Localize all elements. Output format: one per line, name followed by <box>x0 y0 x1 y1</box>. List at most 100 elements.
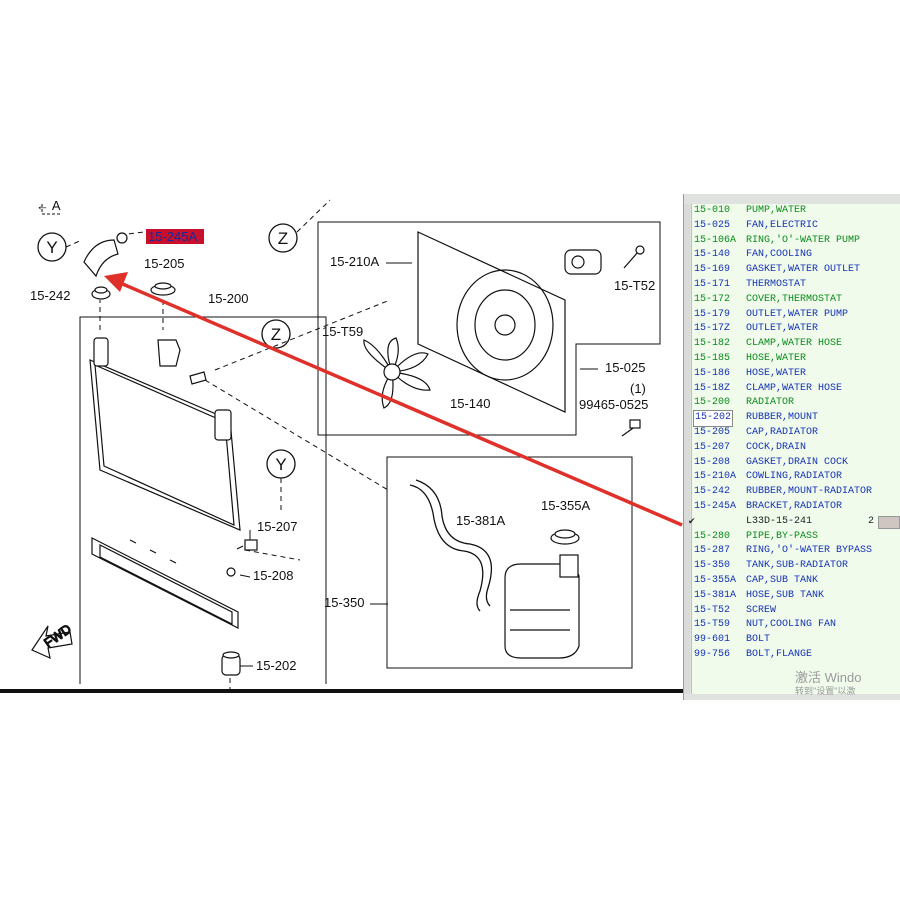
label-15-350[interactable]: 15-350 <box>324 595 364 610</box>
parts-row[interactable]: 15-355A CAP,SUB TANK <box>692 574 900 589</box>
fan-shroud[interactable] <box>417 231 566 413</box>
radiator-bracket-part[interactable] <box>83 232 128 278</box>
callout-z-1[interactable]: Z <box>268 223 298 253</box>
part-description: COWLING,RADIATOR <box>746 471 843 483</box>
part-code: 15-280 <box>694 530 731 542</box>
label-15-205[interactable]: 15-205 <box>144 256 184 271</box>
part-description: RUBBER,MOUNT <box>746 412 819 424</box>
radiator-core[interactable] <box>89 337 241 531</box>
part-code: 15-171 <box>694 279 731 290</box>
part-description: GASKET,WATER OUTLET <box>746 264 861 276</box>
mount-rubber-242[interactable] <box>91 286 111 300</box>
part-code: 15-140 <box>694 249 731 261</box>
part-code: 15-182 <box>694 338 731 350</box>
quantity-box[interactable] <box>878 515 900 529</box>
rubber-mount-202[interactable] <box>221 651 241 676</box>
label-15-207[interactable]: 15-207 <box>257 519 297 534</box>
part-code: 15-355A <box>694 575 737 586</box>
screw-t52[interactable] <box>623 245 645 269</box>
parts-row[interactable]: 15-202 RUBBER,MOUNT <box>692 410 900 427</box>
part-code: 15-207 <box>694 441 731 453</box>
part-code: 15-381A <box>694 589 737 601</box>
label-15-381A[interactable]: 15-381A <box>456 513 505 528</box>
label-15-208[interactable]: 15-208 <box>253 568 293 583</box>
fan-group-box <box>317 221 661 436</box>
activation-watermark-line1: 激活 Windo <box>795 670 862 685</box>
radiator-lower-tank[interactable] <box>91 537 239 629</box>
label-15-355A[interactable]: 15-355A <box>541 498 590 513</box>
part-code: 15-172 <box>694 293 731 305</box>
parts-list-scrollbar[interactable] <box>684 204 690 694</box>
subtank-group-box <box>386 456 633 669</box>
part-description: BOLT <box>746 634 771 646</box>
label-15-T59[interactable]: 15-T59 <box>322 324 363 339</box>
radiator-cap-205[interactable] <box>150 282 176 296</box>
label-15-025[interactable]: 15-025 <box>605 360 645 375</box>
part-description: BRACKET,RADIATOR <box>746 501 843 512</box>
part-code: 15-208 <box>694 456 731 468</box>
parts-row[interactable]: 15-T59 NUT,COOLING FAN <box>692 618 900 633</box>
label-15-140[interactable]: 15-140 <box>450 396 490 411</box>
label-15-202[interactable]: 15-202 <box>256 658 296 673</box>
fan-motor[interactable] <box>564 249 602 275</box>
label-15-242[interactable]: 15-242 <box>30 288 70 303</box>
svg-text:Z: Z <box>278 229 288 248</box>
label-15-T52[interactable]: 15-T52 <box>614 278 655 293</box>
part-description: CLAMP,WATER HOSE <box>746 382 843 394</box>
gasket-208[interactable] <box>226 567 236 577</box>
sub-tank-hose-381A[interactable] <box>409 479 493 612</box>
part-description: OUTLET,WATER <box>746 323 819 335</box>
part-description: CAP,SUB TANK <box>746 575 819 586</box>
part-quantity: 2 <box>868 515 875 527</box>
label-15-245A[interactable]: 15-245A <box>146 229 204 244</box>
part-description: NUT,COOLING FAN <box>746 619 837 631</box>
part-code: 15-202 <box>692 410 734 427</box>
checkmark-icon[interactable]: ✔ <box>688 516 696 527</box>
drain-cock-207[interactable] <box>236 539 258 551</box>
fan-cooling-140[interactable] <box>363 337 431 409</box>
callout-z-2[interactable]: Z <box>261 319 291 349</box>
label-15-200[interactable]: 15-200 <box>208 291 248 306</box>
part-description: HOSE,SUB TANK <box>746 589 825 601</box>
part-code: 15-287 <box>694 545 731 557</box>
callout-y-1[interactable]: Y <box>37 232 67 262</box>
label-99465-0525[interactable]: 99465-0525 <box>579 397 648 412</box>
svg-text:Y: Y <box>275 455 286 474</box>
sub-tank-350[interactable] <box>504 554 580 659</box>
sub-tank-cap-355A[interactable] <box>550 529 580 545</box>
part-code: 15-T59 <box>694 619 731 631</box>
callout-y-2[interactable]: Y <box>266 449 296 479</box>
bolt-99465[interactable] <box>621 419 641 437</box>
part-code: 15-186 <box>694 367 731 379</box>
label-15-210A[interactable]: 15-210A <box>330 254 379 269</box>
parts-row[interactable]: 15-381A HOSE,SUB TANK <box>692 589 900 604</box>
